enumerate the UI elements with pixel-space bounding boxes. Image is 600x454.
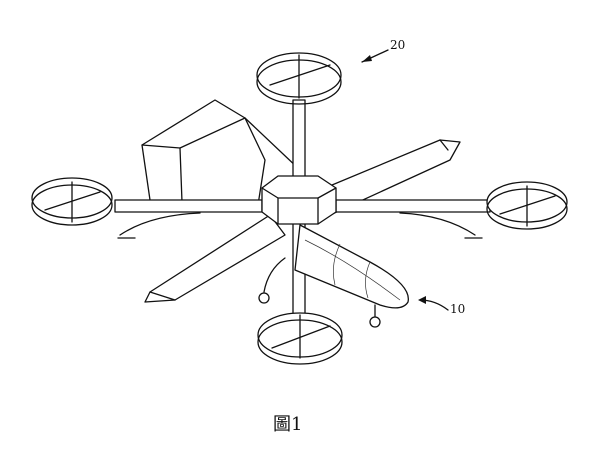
rotor-right [486,181,568,230]
left-wing [144,214,286,303]
reference-label-20: 20 [390,38,406,52]
central-hub [261,175,337,225]
rotor-left [31,177,113,226]
rotor-bottom [257,312,343,365]
fuselage [258,224,409,328]
figure-caption: 圖1 [273,414,303,435]
rotor-top [256,52,342,105]
arrow-head-10 [418,296,426,304]
reference-label-10: 10 [450,302,466,316]
arrow-head-20 [362,55,372,62]
